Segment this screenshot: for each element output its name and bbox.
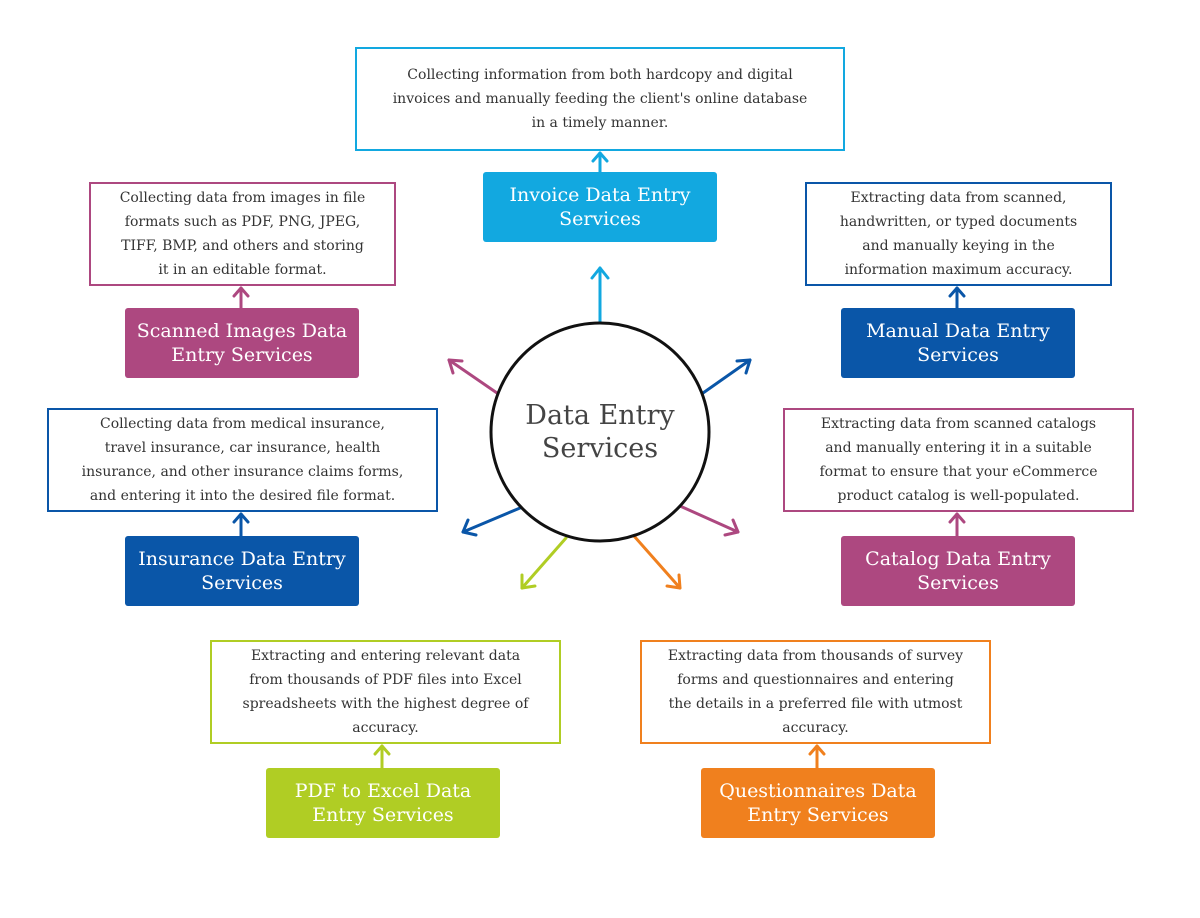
title-line: Services xyxy=(559,208,641,230)
description-line: from thousands of PDF files into Excel xyxy=(249,672,522,688)
invoice-description-box: Collecting information from both hardcop… xyxy=(355,47,845,151)
description-line: it in an editable format. xyxy=(158,262,327,278)
description-line: product catalog is well-populated. xyxy=(837,488,1080,504)
description-line: Extracting data from scanned, xyxy=(850,190,1067,206)
arrow-manual xyxy=(701,358,752,395)
arrow-catalog xyxy=(678,504,740,537)
arrow-insurance xyxy=(461,506,522,537)
insurance-description-box: Collecting data from medical insurance, t… xyxy=(47,408,438,512)
description-line: forms and questionnaires and entering xyxy=(677,672,954,688)
title-line: Insurance Data Entry xyxy=(138,548,346,570)
title-line: Invoice Data Entry xyxy=(509,184,691,206)
description-line: accuracy. xyxy=(352,720,419,736)
title-line: Entry Services xyxy=(312,804,454,826)
title-line: Entry Services xyxy=(171,344,313,366)
arrow-pdf-to-excel xyxy=(520,536,568,590)
description-line: invoices and manually feeding the client… xyxy=(392,91,808,107)
scanned-images-description-box: Collecting data from images in file forma… xyxy=(89,182,396,286)
title-line: Scanned Images Data xyxy=(136,320,348,342)
title-line: Manual Data Entry xyxy=(866,320,1050,342)
description-line: formats such as PDF, PNG, JPEG, xyxy=(124,214,361,230)
title-line: PDF to Excel Data xyxy=(294,780,472,802)
catalog-description-box: Extracting data from scanned catalogs and… xyxy=(783,408,1134,512)
title-line: Services xyxy=(917,344,999,366)
description-line: Collecting data from medical insurance, xyxy=(100,416,385,432)
description-line: spreadsheets with the highest degree of xyxy=(242,696,529,712)
center-label-line: Data Entry xyxy=(525,400,675,431)
description-line: Extracting and entering relevant data xyxy=(250,648,521,664)
description-line: Collecting data from images in file xyxy=(119,190,366,206)
description-line: Extracting data from thousands of survey xyxy=(667,648,964,664)
description-line: information maximum accuracy. xyxy=(844,262,1073,278)
description-line: Collecting information from both hardcop… xyxy=(407,67,793,83)
title-line: Services xyxy=(201,572,283,594)
arrow-questionnaires xyxy=(632,534,682,590)
description-line: and manually keying in the xyxy=(862,238,1055,254)
description-line: TIFF, BMP, and others and storing xyxy=(121,238,364,254)
description-line: in a timely manner. xyxy=(531,115,669,131)
center-node: Data Entry Services xyxy=(491,323,709,541)
pdf-to-excel-description-box: Extracting and entering relevant data fro… xyxy=(210,640,561,744)
title-line: Catalog Data Entry xyxy=(865,548,1051,570)
description-line: handwritten, or typed documents xyxy=(839,214,1078,230)
description-line: travel insurance, car insurance, health xyxy=(104,440,381,456)
description-line: the details in a preferred file with utm… xyxy=(668,696,963,712)
questionnaires-description-box: Extracting data from thousands of survey… xyxy=(640,640,991,744)
description-line: accuracy. xyxy=(782,720,849,736)
description-line: format to ensure that your eCommerce xyxy=(819,464,1098,480)
center-circle xyxy=(489,321,711,543)
center-label-line: Services xyxy=(541,433,659,464)
title-line: Entry Services xyxy=(747,804,889,826)
title-line: Services xyxy=(917,572,999,594)
title-line: Questionnaires Data xyxy=(719,780,917,802)
manual-description-box: Extracting data from scanned, handwritten… xyxy=(805,182,1112,286)
description-line: Extracting data from scanned catalogs xyxy=(820,416,1097,432)
arrow-scanned-images xyxy=(447,358,499,395)
description-line: and entering it into the desired file fo… xyxy=(89,488,396,504)
arrow-invoice xyxy=(590,266,610,324)
description-line: and manually entering it in a suitable xyxy=(825,440,1092,456)
description-line: insurance, and other insurance claims fo… xyxy=(81,464,404,480)
